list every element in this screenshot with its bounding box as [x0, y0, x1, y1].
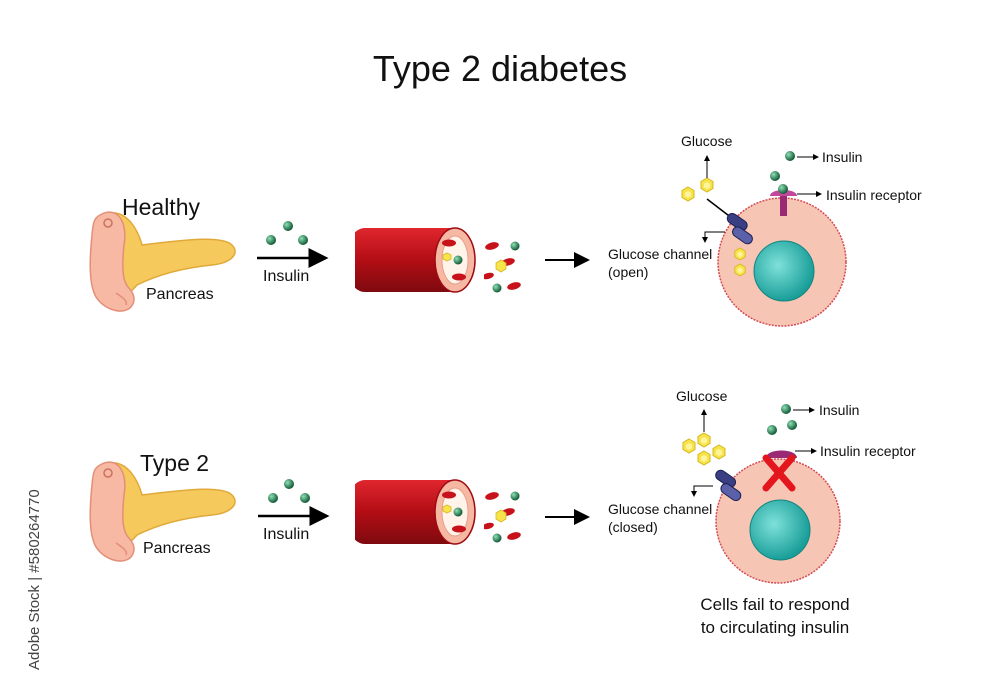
healthy-glucose-channel-icon [726, 212, 753, 245]
type2-channel-state: (closed) [608, 519, 658, 535]
healthy-glucose-label: Glucose [681, 133, 733, 149]
healthy-channel-state: (open) [608, 264, 649, 280]
type2-blood-contents [484, 490, 523, 543]
healthy-cell [717, 197, 847, 327]
healthy-insulin-dots [266, 221, 308, 245]
type2-insulin-molecule-2 [787, 420, 797, 430]
healthy-channel-label: Glucose channel [608, 246, 713, 262]
type2-caption-line1: Cells fail to respond [700, 595, 850, 614]
type2-insulin-dots [268, 479, 310, 503]
healthy-insulin-label: Insulin [822, 149, 863, 165]
healthy-receptor-label: Insulin receptor [826, 187, 922, 203]
stock-side-text-label: Adobe Stock | #580264770 [26, 489, 43, 670]
channel-pointer [702, 231, 725, 243]
healthy-label: Healthy [122, 194, 200, 220]
type2-insulin-legend-dot [781, 404, 791, 414]
healthy-pancreas-label: Pancreas [146, 286, 214, 303]
healthy-blood-contents [484, 240, 523, 293]
type2-insulin-arrow-label: Insulin [263, 526, 310, 543]
insulin-legend-dot [785, 151, 795, 161]
type2-pancreas-label: Pancreas [143, 540, 211, 557]
type2-receptor-label: Insulin receptor [820, 443, 916, 459]
type2-insulin-molecule-1 [767, 425, 777, 435]
type2-channel-label: Glucose channel [608, 501, 713, 517]
type2-insulin-label: Insulin [819, 402, 860, 418]
block-x-icon [762, 454, 796, 492]
type2-glucose-molecules [682, 432, 726, 466]
healthy-insulin-receptor-icon [770, 184, 797, 216]
stock-side-text: Adobe Stock | #580264770 [4, 440, 43, 670]
type2-label: Type 2 [140, 450, 210, 476]
type2-glucose-label: Glucose [676, 388, 728, 404]
healthy-blood-vessel [355, 227, 476, 293]
healthy-insulin-arrow-label: Insulin [263, 268, 310, 285]
healthy-insulin-molecule [770, 171, 780, 181]
type2-glucose-channel-icon [715, 469, 742, 502]
type2-cell [715, 458, 841, 584]
page-title: Type 2 diabetes [372, 48, 628, 89]
type2-blood-vessel [355, 479, 476, 545]
type2-channel-pointer [691, 485, 713, 497]
type2-caption-line2: to circulating insulin [700, 618, 850, 637]
